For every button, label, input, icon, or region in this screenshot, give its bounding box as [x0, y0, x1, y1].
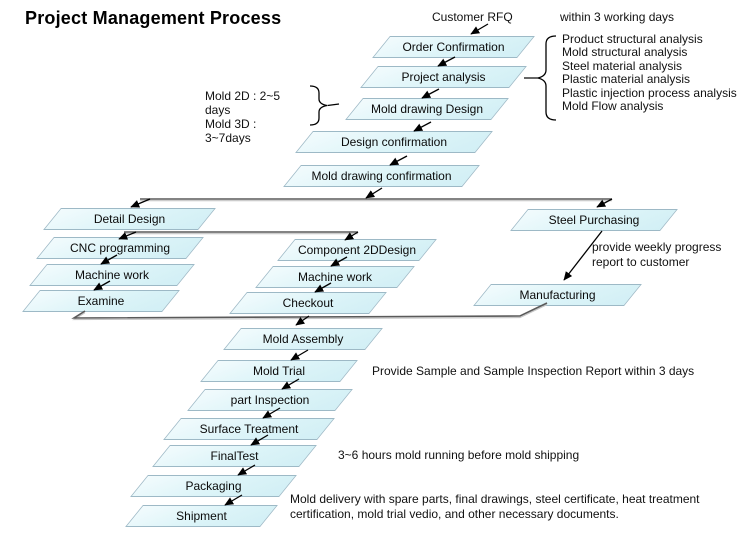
node-label: Component 2DDesign: [297, 243, 417, 257]
analysis-list: Product structural analysis Mold structu…: [562, 32, 737, 114]
node-label: FinalTest: [210, 449, 259, 463]
note-line: report to customer: [592, 255, 690, 269]
node-label: Mold Trial: [252, 364, 305, 378]
analysis-item: Product structural analysis: [562, 32, 703, 46]
arrow-rfq-to-order: [470, 23, 489, 35]
note-mold-running: 3~6 hours mold running before mold shipp…: [338, 448, 580, 462]
arrow-project-to-design: [421, 88, 440, 99]
brace-mold-days: [309, 85, 328, 126]
node-label: Mold Assembly: [262, 332, 344, 346]
note-line: days: [205, 103, 231, 117]
page-title: Project Management Process: [25, 8, 282, 28]
flow-node-mold-drawing-confirmation: Mold drawing confirmation: [292, 165, 471, 187]
flow-node-cnc-programming: CNC programming: [45, 237, 195, 259]
node-label: Detail Design: [93, 212, 166, 226]
flow-node-examine: Examine: [31, 290, 171, 312]
flow-node-surface-treatment: Surface Treatment: [172, 418, 326, 440]
note-delivery: Mold delivery with spare parts, final dr…: [290, 492, 700, 522]
node-label: Packaging: [185, 479, 242, 493]
arrow-design-to-confirm: [413, 121, 432, 132]
node-label: Examine: [77, 294, 125, 308]
flow-node-order-confirmation: Order Confirmation: [381, 36, 526, 58]
brace-analysis-list: [537, 35, 557, 121]
flow-node-checkout: Checkout: [238, 292, 378, 314]
analysis-item: Plastic material analysis: [562, 72, 691, 87]
start-label-customer-rfq: Customer RFQ: [432, 10, 513, 24]
analysis-item: Mold Flow analysis: [562, 99, 664, 114]
node-label: Mold drawing Design: [370, 102, 484, 116]
flow-node-mold-drawing-design: Mold drawing Design: [354, 98, 500, 120]
node-label: Design confirmation: [340, 135, 448, 149]
note-sample-report: Provide Sample and Sample Inspection Rep…: [372, 364, 695, 378]
note-line: Mold 3D :: [205, 117, 257, 131]
flow-node-mold-assembly: Mold Assembly: [232, 328, 374, 350]
flow-node-part-inspection: part Inspection: [196, 389, 344, 411]
note-line: Mold 2D : 2~5: [205, 89, 281, 103]
flow-node-machine-work-mid: Machine work: [264, 266, 406, 288]
flow-node-design-confirmation: Design confirmation: [304, 131, 484, 153]
flow-node-packaging: Packaging: [139, 475, 288, 497]
flow-node-final-test: FinalTest: [161, 445, 308, 467]
flow-node-steel-purchasing: Steel Purchasing: [519, 209, 669, 231]
analysis-item: Steel material analysis: [562, 58, 683, 73]
node-label: CNC programming: [69, 241, 171, 255]
arrow-assembly-to-trial: [290, 349, 309, 361]
note-mold-2d-3d: Mold 2D : 2~5 days Mold 3D : 3~7days: [205, 89, 280, 145]
node-label: Manufacturing: [519, 288, 596, 302]
node-label: Steel Purchasing: [548, 213, 640, 227]
note-line: 3~7days: [205, 131, 251, 145]
flow-node-shipment: Shipment: [134, 505, 269, 527]
node-label: Machine work: [297, 270, 373, 284]
node-label: part Inspection: [230, 393, 310, 407]
analysis-item: Mold structural analysis: [562, 45, 688, 60]
analysis-item: Plastic injection process analysis: [562, 85, 737, 100]
flow-node-detail-design: Detail Design: [52, 208, 207, 230]
flow-node-mold-trial: Mold Trial: [209, 360, 349, 382]
node-label: Order Confirmation: [402, 40, 505, 54]
note-working-days: within 3 working days: [560, 10, 675, 24]
node-label: Project analysis: [401, 70, 486, 84]
note-line: provide weekly progress: [592, 240, 722, 254]
arrow-branch-to-detail-design: [130, 198, 151, 208]
arrow-confirm-to-moldconfirm: [389, 155, 408, 166]
flow-node-project-analysis: Project analysis: [369, 66, 518, 88]
arrow-converge-to-assembly: [295, 315, 310, 326]
arrow-branch-to-steel-purchasing: [596, 198, 613, 208]
flow-node-component-2d-design: Component 2DDesign: [286, 239, 428, 261]
node-label: Machine work: [74, 268, 150, 282]
node-label: Shipment: [176, 509, 227, 523]
arrow-moldconfirm-to-branch: [365, 187, 383, 199]
flow-node-manufacturing: Manufacturing: [482, 284, 633, 306]
note-weekly-report: provide weekly progress report to custom…: [592, 240, 721, 270]
flow-node-machine-work-left: Machine work: [38, 264, 186, 286]
node-label: Checkout: [282, 296, 334, 310]
brace-stub-mold-design: [327, 103, 340, 107]
node-label: Mold drawing confirmation: [311, 169, 452, 183]
node-label: Surface Treatment: [199, 422, 299, 436]
arrow-order-to-project: [437, 56, 456, 67]
